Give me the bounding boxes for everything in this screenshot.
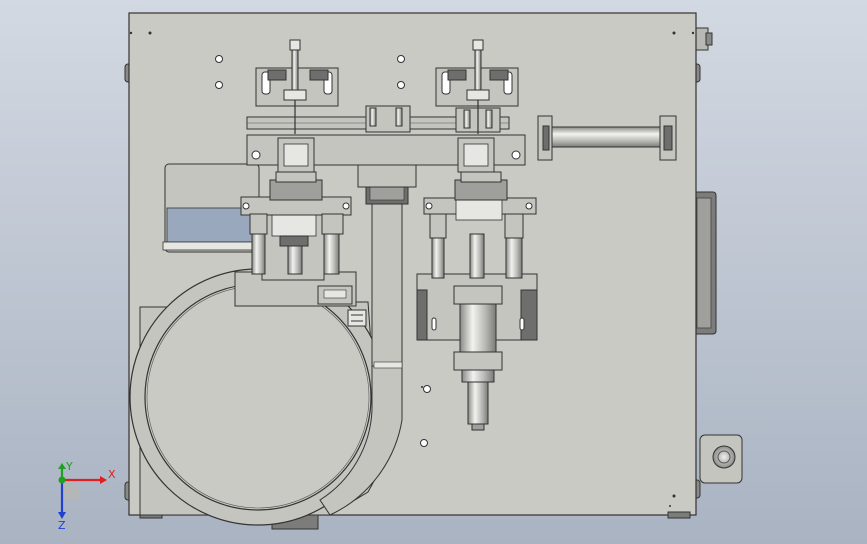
z-axis-label: Z (58, 519, 66, 532)
adjust-knob[interactable] (699, 434, 743, 484)
triad-origin (58, 476, 66, 484)
x-arrow-icon (100, 476, 107, 484)
horizontal-cylinder (537, 115, 677, 161)
orientation-triad[interactable]: X Y Z (44, 462, 124, 532)
rotary-disc (129, 268, 387, 526)
cross-beam (246, 134, 526, 188)
y-arrow-icon (58, 463, 66, 469)
left-slide-module (234, 171, 357, 307)
x-axis-label: X (108, 468, 116, 481)
z-arrow-icon (58, 512, 66, 519)
right-top-bracket (435, 39, 519, 134)
triad-plane (62, 480, 82, 500)
y-axis-label: Y (65, 462, 73, 473)
right-slide-module (416, 171, 538, 431)
left-top-bracket (255, 39, 339, 134)
